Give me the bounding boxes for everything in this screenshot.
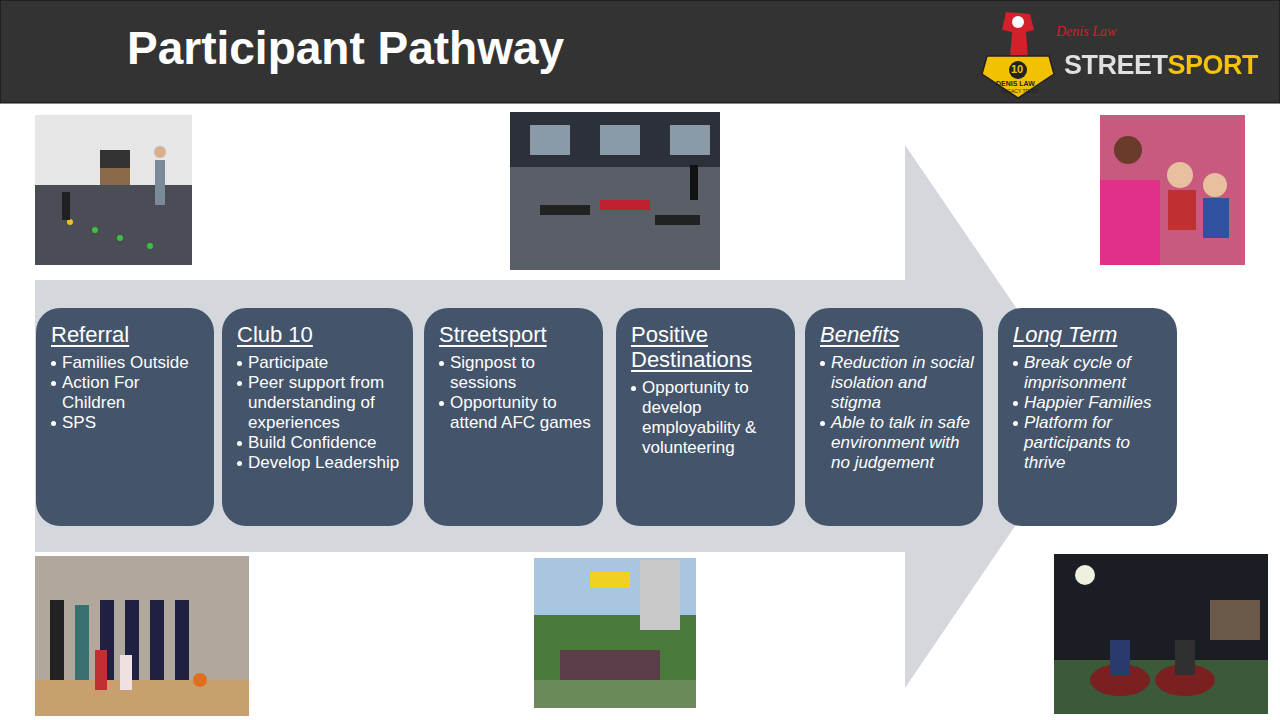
photo-person: [690, 165, 698, 200]
photo-person: [1175, 640, 1195, 675]
photo-person: [75, 605, 89, 680]
stage-bullet: Happier Families: [1013, 393, 1169, 413]
photo-person: [50, 600, 64, 680]
stage-text-stack: Club 10 ParticipatePeer support from unde…: [237, 322, 405, 473]
pathway-stage-box: StreetsportSignpost to sessionsOpportuni…: [424, 308, 603, 526]
stage-bullet: Build Confidence: [237, 433, 405, 453]
stage-bullet: Reduction in social isolation and stigma: [820, 353, 975, 413]
photo-ground: [35, 556, 249, 716]
stage-bullet: Break cycle of imprisonment: [1013, 353, 1169, 393]
photo-sky: [534, 558, 696, 708]
stage-bullet: Signpost to sessions: [439, 353, 595, 393]
stage-bullet: Opportunity to attend AFC games: [439, 393, 595, 433]
stage-bullet: Participate: [237, 353, 405, 373]
photo-cone: [92, 227, 98, 233]
stage-text-stack: ReferralFamilies OutsideAction For Child…: [51, 322, 206, 433]
photo-fairground: [1100, 115, 1245, 265]
stage-text-stack: Long TermBreak cycle of imprisonmentHapp…: [1013, 322, 1169, 473]
stage-heading: Long Term: [1013, 322, 1169, 347]
stage-heading: Club 10: [237, 322, 405, 347]
crest-figure: [1012, 16, 1024, 28]
stage-bullet: Peer support from understanding of exper…: [237, 373, 405, 433]
photo-person-lying: [540, 205, 590, 215]
photo-floor: [35, 185, 192, 265]
photo-person: [150, 600, 164, 680]
pathway-stage-box: Long TermBreak cycle of imprisonmentHapp…: [998, 308, 1177, 526]
photo-ground: [1100, 115, 1245, 265]
logo-text: STREETSPORT: [1064, 50, 1258, 81]
crest-tower: [1002, 12, 1034, 58]
photo-ground: [35, 115, 192, 265]
photo-ride-seat: [1100, 180, 1160, 265]
photo-ground: [510, 112, 720, 270]
photo-adult-head: [1114, 136, 1142, 164]
logo-text: LEGACY TRUST: [1001, 88, 1039, 94]
photo-child: [1203, 198, 1229, 238]
stage-heading: Streetsport: [439, 322, 595, 347]
pathway-stage-box: ReferralFamilies OutsideAction For Child…: [36, 308, 214, 526]
photo-floor: [35, 680, 249, 716]
photo-ground: [1054, 554, 1268, 714]
photo-grass: [1054, 660, 1268, 714]
photo-indoor-drill: [35, 115, 192, 265]
photo-person: [175, 600, 189, 680]
stage-bullet: Action For Children: [51, 373, 206, 413]
pathway-stage-box: BenefitsReduction in social isolation an…: [805, 308, 983, 526]
pathway-stage-box: Club 10 ParticipatePeer support from unde…: [222, 308, 413, 526]
photo-child: [1168, 190, 1196, 230]
photo-group: [560, 650, 660, 680]
photo-child-head: [1167, 162, 1193, 188]
photo-child: [95, 650, 107, 690]
photo-ball: [193, 673, 207, 687]
photo-sports-hall: [35, 556, 249, 716]
photo-tower-block: [640, 560, 680, 630]
stage-text-stack: BenefitsReduction in social isolation an…: [820, 322, 975, 473]
stage-bullet: Develop Leadership: [237, 453, 405, 473]
photo-lamp: [1075, 565, 1095, 585]
header-bar: [0, 0, 1280, 103]
photo-window: [670, 125, 710, 155]
stage-bullet: Able to talk in safe environment with no…: [820, 413, 975, 473]
stage-bullet: Opportunity to develop employability & v…: [631, 378, 787, 458]
stage-text-stack: StreetsportSignpost to sessionsOpportuni…: [439, 322, 595, 433]
photo-outdoor-pitch: [534, 558, 696, 708]
stage-bullet: Families Outside: [51, 353, 206, 373]
photo-person: [1110, 640, 1130, 675]
photo-tv: [100, 150, 130, 168]
stage-heading: Positive Destinations: [631, 322, 787, 372]
photo-pitch: [534, 680, 696, 708]
photo-person-lying: [655, 215, 700, 225]
photo-window: [600, 125, 640, 155]
photo-sign: [590, 572, 630, 588]
logo-text: 10: [1011, 63, 1023, 75]
stage-heading: Benefits: [820, 322, 975, 347]
photo-person-lying: [600, 200, 650, 210]
logo-crest: [982, 12, 1054, 98]
logo-text: Denis Law: [1056, 24, 1116, 40]
logo-text: DENIS LAW: [996, 80, 1035, 87]
photo-night-beanbags: [1054, 554, 1268, 714]
stage-bullet: SPS: [51, 413, 206, 433]
photo-child: [120, 655, 132, 690]
photo-child: [62, 192, 70, 220]
photo-building: [510, 112, 720, 167]
stage-bullet: Platform for participants to thrive: [1013, 413, 1169, 473]
photo-person-head: [154, 146, 166, 158]
photo-cone: [147, 243, 153, 249]
photo-cone: [117, 235, 123, 241]
photo-hut: [1210, 600, 1260, 640]
stage-text-stack: Positive DestinationsOpportunity to deve…: [631, 322, 787, 458]
crest-badge: [982, 56, 1054, 98]
photo-child-head: [1203, 173, 1227, 197]
crest-number-disc: [1009, 61, 1027, 79]
photo-window: [530, 125, 570, 155]
photo-plaza-night: [510, 112, 720, 270]
photo-cabinet: [100, 168, 130, 185]
stage-heading: Referral: [51, 322, 206, 347]
photo-person: [155, 160, 165, 205]
pathway-stage-box: Positive DestinationsOpportunity to deve…: [616, 308, 795, 526]
slide-title: Participant Pathway: [127, 20, 564, 76]
